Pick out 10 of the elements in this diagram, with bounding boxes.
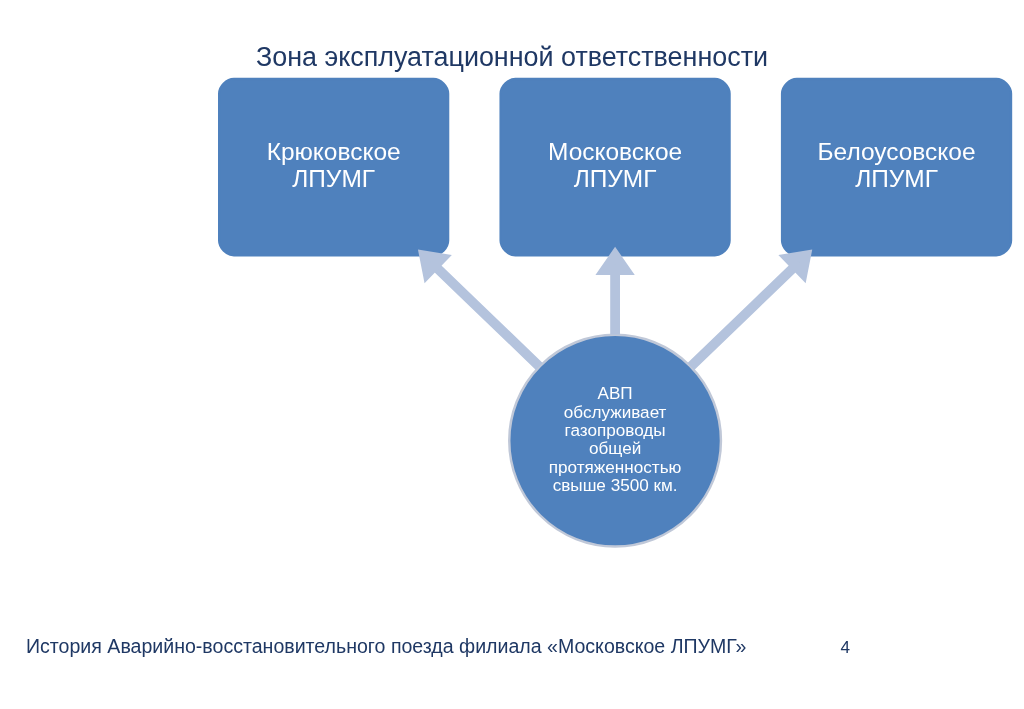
arrow	[417, 249, 543, 370]
node-box: Крюковское ЛПУМГ	[218, 77, 450, 256]
label: 4	[840, 636, 850, 657]
arrow	[595, 246, 635, 335]
caption: История Аварийно-восстановительного поезда филиала «Московское ЛПУМГ»	[26, 634, 747, 657]
diagram-title: Зона эксплуатационной ответственности	[255, 41, 769, 72]
node-circle: АВП обслуживает газопроводы общей протяженностью свыше 3500 км.	[508, 333, 723, 548]
node-box: Белоусовское ЛПУМГ	[780, 77, 1013, 256]
node-box: Московское ЛПУМГ	[499, 77, 731, 256]
arrow	[687, 249, 813, 370]
